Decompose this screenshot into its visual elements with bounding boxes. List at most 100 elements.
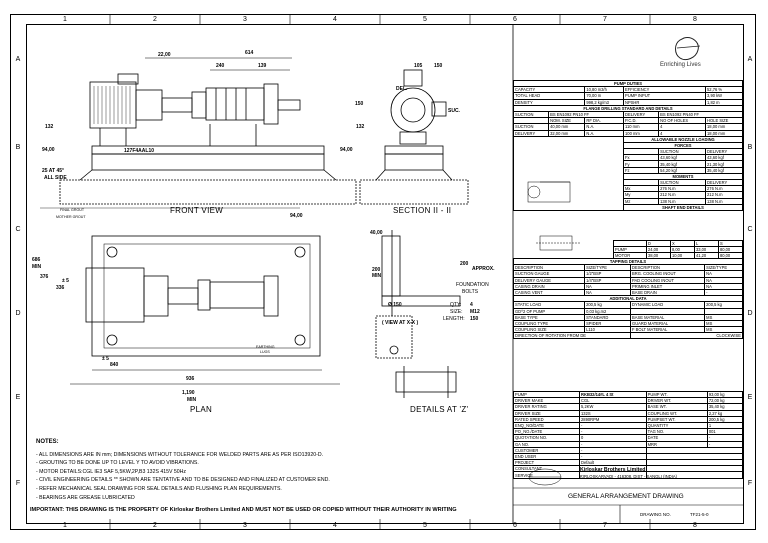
brand-tagline: Enriching Lives	[660, 62, 701, 68]
dim-150-right: 150	[355, 101, 364, 107]
zone-top-8: 8	[693, 16, 697, 23]
zone-bottom-2: 2	[153, 522, 157, 529]
drawing-title: GENERAL ARRANGEMENT DRAWING	[568, 493, 684, 500]
zone-right-e: E	[747, 394, 753, 401]
note-item: - CIVIL ENGINEERING DETAILS ** SHOWN ARE…	[36, 477, 330, 484]
dim-150: 150	[434, 63, 443, 69]
dim-200-approx: 200	[460, 261, 469, 267]
dim-tol-a: ± 5	[62, 278, 69, 284]
dim-94-right: 94,00	[340, 147, 353, 153]
kirloskar-logo	[630, 36, 740, 80]
dim-1190: 1,190	[182, 390, 195, 396]
size-value: M12	[470, 309, 480, 315]
zone-bottom-5: 5	[423, 522, 427, 529]
size-label: SIZE:	[450, 309, 463, 315]
dim-614: 614	[245, 50, 254, 56]
property-notice: IMPORTANT: THIS DRAWING IS THE PROPERTY …	[30, 507, 457, 513]
plan-drawing	[70, 235, 340, 385]
zone-bottom-1: 1	[63, 522, 67, 529]
zone-top-3: 3	[243, 16, 247, 23]
zone-bottom-4: 4	[333, 522, 337, 529]
earthing-label: EARTHING	[256, 345, 275, 349]
length-label: LENGTH:	[443, 316, 465, 322]
zone-left-c: C	[15, 226, 21, 233]
shaft-sketch	[536, 235, 580, 251]
dim-240: 240	[216, 63, 225, 69]
dim-dia-150: Ø 150	[388, 302, 402, 308]
dim-allside: ALL SIDE	[44, 175, 67, 181]
dim-336: 336	[56, 285, 65, 291]
notes-heading: NOTES:	[36, 439, 59, 445]
drawing-frame	[10, 14, 756, 530]
length-value: 150	[470, 316, 479, 322]
shaft-title: SHAFT END DETAILS	[623, 203, 743, 211]
dim-200-min: 200	[372, 267, 381, 273]
notes-block: NOTES: - ALL DIMENSIONS ARE IN mm; DIMEN…	[36, 438, 330, 502]
dim-22: 22,00	[158, 52, 171, 58]
dim-686-min: MIN	[32, 264, 42, 270]
zone-top-1: 1	[63, 16, 67, 23]
details-z-drawing	[375, 230, 461, 398]
note-item: - BEARINGS ARE GREASE LUBRICATED	[36, 494, 135, 501]
dim-200-min-label: MIN	[372, 273, 382, 279]
qty-value: 4	[470, 302, 473, 308]
zone-top-5: 5	[423, 16, 427, 23]
zone-right-d: D	[747, 310, 753, 317]
zone-right-f: F	[747, 480, 753, 487]
dim-376: 376	[40, 274, 49, 280]
plan-label: PLAN	[190, 405, 213, 414]
cell: DIRECTION OF ROTATION FROM DE	[512, 332, 632, 340]
zone-left-d: D	[15, 310, 21, 317]
dim-686: 686	[32, 257, 41, 263]
dim-tol-b: ± 5	[102, 356, 109, 362]
zone-left-b: B	[15, 144, 21, 151]
foundation-label: FOUNDATION	[456, 282, 489, 288]
drawing-number: TF21-5-0	[690, 512, 709, 517]
zone-right-c: C	[747, 226, 753, 233]
drawing-border	[26, 24, 744, 524]
dim-94-plan: 94,00	[290, 213, 303, 219]
lugs-label: LUGS	[260, 350, 270, 354]
mother-grout-label: MOTHER GROUT	[56, 215, 86, 219]
dim-132-right: 132	[356, 124, 365, 130]
zone-top-2: 2	[153, 16, 157, 23]
table-row: SERVICE-	[512, 471, 744, 479]
dim-139: 139	[258, 63, 267, 69]
zone-left-e: E	[15, 394, 21, 401]
zone-bottom-6: 6	[513, 522, 517, 529]
dim-105: 105	[414, 63, 423, 69]
dim-132-left: 132	[45, 124, 54, 130]
qty-label: QTY:	[450, 302, 462, 308]
dim-94-left: 94,00	[42, 147, 55, 153]
dim-40: 40,00	[370, 230, 383, 236]
zone-left-a: A	[15, 56, 21, 63]
note-item: - REFER MECHANICAL SEAL DRAWING FOR SEAL…	[36, 485, 282, 492]
section-view-drawing	[359, 69, 469, 205]
dim-936: 936	[186, 376, 195, 382]
zone-bottom-3: 3	[243, 522, 247, 529]
zone-top-7: 7	[603, 16, 607, 23]
zone-bottom-7: 7	[603, 522, 607, 529]
front-view-label: FRONT VIEW	[170, 206, 224, 215]
zone-right-a: A	[747, 56, 753, 63]
suction-label: SUC.	[448, 108, 460, 114]
company-address: KIRLOSKARVADI - 416308, DIST - SANGLI (I…	[580, 474, 678, 479]
delivery-label: DEL.	[396, 86, 408, 92]
zone-left-f: F	[15, 480, 21, 487]
note-item: - ALL DIMENSIONS ARE IN mm; DIMENSIONS W…	[36, 451, 324, 458]
dim-chamfer: 25 AT 45°	[42, 168, 65, 174]
note-item: - MOTOR DETAILS:CGL IE3 SAF 5,5KW,2P,B3 …	[36, 468, 187, 475]
bolts-label: BOLTS	[462, 289, 479, 295]
approx-label: APPROX.	[472, 266, 495, 272]
cell: CLOCKWISE	[630, 332, 743, 340]
baseplate-tag: 127F4AAL10	[124, 148, 155, 154]
note-item: - GROUTING TO BE DONE UP TO LEVEL Y TO A…	[36, 460, 199, 467]
cell: SERVICE	[512, 471, 581, 479]
